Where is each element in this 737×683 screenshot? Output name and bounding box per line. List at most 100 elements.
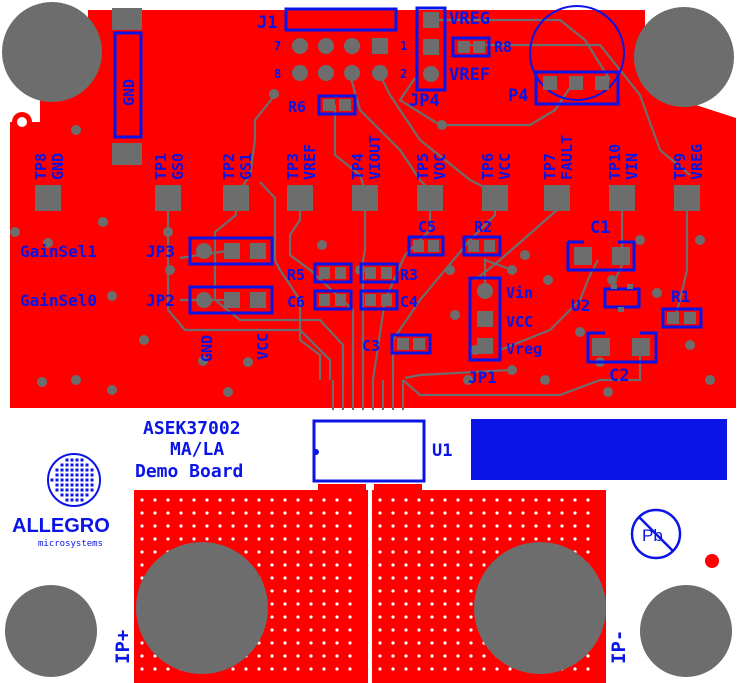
svg-text:GND: GND	[198, 335, 216, 362]
p4-connector: P4	[508, 5, 625, 106]
test-point-net: GND	[49, 153, 67, 180]
svg-text:microsystems: microsystems	[38, 539, 103, 549]
svg-text:VCC: VCC	[506, 313, 533, 331]
r2-resistor: R2	[462, 218, 502, 257]
svg-text:VCC: VCC	[254, 333, 272, 360]
svg-text:8: 8	[274, 67, 281, 81]
pb-free-symbol: Pb	[630, 508, 682, 560]
svg-text:JP2: JP2	[146, 291, 175, 310]
u1-leads	[332, 380, 404, 410]
test-point-net: VOC	[431, 153, 449, 180]
test-point-ref: TP5	[414, 153, 432, 180]
test-point-net: VIN	[623, 153, 641, 180]
test-point-ref: TP9	[671, 153, 689, 180]
svg-text:VREG: VREG	[449, 9, 490, 29]
svg-text:C4: C4	[400, 293, 418, 311]
c6-capacitor: C6	[287, 289, 353, 311]
mounting-hole-top-right	[634, 7, 734, 107]
fiducial-right	[705, 554, 719, 568]
test-point-ref: TP6	[479, 153, 497, 180]
r6-resistor: R6	[288, 94, 357, 116]
jp3-header: GainSel1 JP3	[20, 236, 274, 266]
ip-minus-label: IP-	[608, 630, 630, 664]
board-title-line1: ASEK37002	[143, 418, 241, 439]
svg-text:R1: R1	[671, 287, 690, 306]
svg-text:C2: C2	[609, 366, 629, 386]
svg-text:7: 7	[274, 39, 281, 53]
test-point-net: VCC	[496, 153, 514, 180]
test-point-ref: TP8	[32, 153, 50, 180]
u1-label: U1	[432, 441, 452, 461]
test-point-ref: TP1	[152, 153, 170, 180]
svg-text:R6: R6	[288, 98, 306, 116]
board-vias	[10, 89, 715, 397]
svg-text:JP1: JP1	[468, 368, 497, 387]
svg-text:GainSel0: GainSel0	[20, 291, 97, 310]
test-point-net: VREF	[301, 144, 319, 180]
test-point-ref: TP10	[606, 144, 624, 180]
svg-text:VREF: VREF	[449, 65, 490, 85]
c5-capacitor: C5	[407, 218, 445, 257]
board-title-line2: MA/LA	[170, 439, 224, 460]
svg-text:1: 1	[400, 39, 407, 53]
svg-text:R5: R5	[287, 266, 305, 284]
svg-text:R3: R3	[400, 266, 418, 284]
svg-text:R8: R8	[494, 38, 512, 56]
test-point-ref: TP3	[284, 153, 302, 180]
svg-text:R2: R2	[474, 218, 492, 236]
test-point-net: GS0	[169, 153, 187, 180]
svg-text:C6: C6	[287, 293, 305, 311]
r5-resistor: R5	[287, 262, 353, 284]
mounting-hole-bottom-left	[5, 585, 97, 677]
ip-minus-hole	[474, 542, 606, 674]
svg-text:Vin: Vin	[506, 284, 533, 302]
test-point-ref: TP7	[541, 153, 559, 180]
svg-text:2: 2	[400, 67, 407, 81]
svg-text:GND: GND	[120, 79, 138, 106]
r8-resistor: R8	[451, 36, 512, 58]
svg-text:U2: U2	[571, 296, 590, 315]
svg-text:Pb: Pb	[642, 526, 663, 545]
r3-resistor: R3	[359, 262, 418, 284]
mounting-hole-bottom-right	[640, 585, 732, 677]
j1-connector: J1 7 1 8 2	[257, 7, 407, 81]
ip-plus-label: IP+	[112, 630, 134, 664]
svg-text:J1: J1	[257, 13, 277, 33]
jp2-header: GainSel0 JP2 GND VCC	[20, 285, 274, 362]
jp4-header: VREG VREF JP4	[409, 6, 490, 111]
u2-regulator: U2	[571, 284, 641, 315]
test-point-ref: TP4	[349, 153, 367, 180]
svg-text:C5: C5	[418, 218, 436, 236]
c2-capacitor: C2	[586, 331, 658, 386]
test-point-ref: TP2	[220, 153, 238, 180]
svg-text:C3: C3	[362, 337, 380, 355]
c1-capacitor: C1	[566, 218, 636, 272]
allegro-logo: ALLEGRO microsystems	[12, 453, 110, 549]
silk-label-block	[471, 419, 727, 480]
svg-text:Vreg: Vreg	[506, 340, 542, 358]
svg-text:JP4: JP4	[409, 91, 440, 111]
svg-text:ALLEGRO: ALLEGRO	[12, 515, 110, 537]
r1-resistor: R1	[661, 287, 703, 329]
test-point-net: VREG	[688, 144, 706, 180]
test-point-net: VIOUT	[366, 135, 384, 180]
board-title-line3: Demo Board	[135, 461, 243, 482]
mounting-hole-top-left	[2, 2, 102, 102]
svg-text:JP3: JP3	[146, 242, 175, 261]
u1-outline	[312, 419, 426, 483]
gnd-header: GND	[112, 8, 143, 165]
c4-capacitor: C4	[359, 289, 418, 311]
ip-plus-hole	[136, 542, 268, 674]
